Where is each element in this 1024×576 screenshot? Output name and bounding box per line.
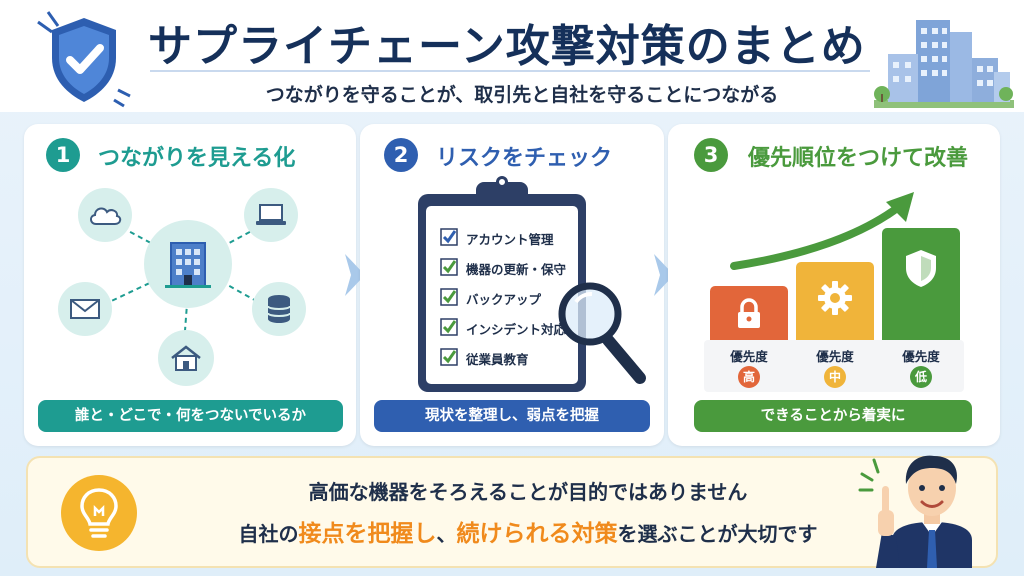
mail-icon — [70, 299, 100, 319]
step-3-title: 優先順位をつけて改善 — [748, 146, 969, 171]
check-icon — [440, 258, 458, 276]
step-2-panel: 2 リスクをチェック アカウント管理 機器の更新・保守 バックアップ インシデン… — [360, 124, 664, 446]
highlight-grasp-touchpoints: 接点を把握し — [298, 521, 437, 547]
priority-level-medium: 中 — [824, 366, 846, 388]
lock-icon — [738, 298, 760, 328]
priority-level-low: 低 — [910, 366, 932, 388]
chevron-right-icon — [345, 254, 365, 296]
check-icon — [440, 318, 458, 336]
check-icon — [440, 228, 458, 246]
priority-level-high: 高 — [738, 366, 760, 388]
step-3-footer: できることから着実に — [694, 400, 972, 432]
priority-label: 優先度 — [816, 349, 854, 364]
title-underline — [150, 70, 870, 72]
key-message-box: 高価な機器をそろえることが目的ではありません 自社の接点を把握し、続けられる対策… — [26, 455, 998, 568]
magnifier-icon — [558, 282, 646, 384]
growth-arrow-icon — [730, 192, 914, 270]
priority-bar-high — [710, 286, 788, 340]
house-icon — [171, 345, 201, 371]
header: サプライチェーン攻撃対策のまとめ つながりを守ることが、取引先と自社を守ることに… — [0, 0, 1024, 112]
priority-bar-low — [882, 228, 960, 340]
lightbulb-icon — [61, 475, 137, 551]
chevron-right-icon — [654, 254, 674, 296]
priority-label: 優先度 — [902, 349, 940, 364]
message-line-1: 高価な機器をそろえることが目的ではありません — [308, 480, 748, 504]
laptop-icon — [256, 204, 286, 225]
shield-icon — [906, 250, 936, 287]
step-2-title: リスクをチェック — [436, 146, 613, 171]
building-node — [144, 220, 232, 308]
message-line-2: 自社の接点を把握し、続けられる対策を選ぶことが大切です — [238, 521, 818, 547]
step-1-badge: 1 — [46, 138, 80, 172]
priority-bar-medium — [796, 262, 874, 340]
highlight-sustainable-measures: 続けられる対策 — [456, 521, 618, 547]
database-icon — [267, 295, 291, 323]
shield-check-icon — [37, 11, 131, 108]
page-title: サプライチェーン攻撃対策のまとめ — [148, 21, 866, 72]
step-1-footer: 誰と・どこで・何をつないでいるか — [38, 400, 343, 432]
database-node — [252, 282, 306, 336]
priority-label: 優先度 — [730, 349, 768, 364]
checklist: アカウント管理 機器の更新・保守 バックアップ インシデント対応 従業員教育 — [440, 228, 580, 378]
businessman-pointing-illustration — [858, 455, 972, 568]
building-icon — [165, 242, 211, 288]
office-buildings-illustration — [874, 20, 1014, 108]
step-3-panel: 3 優先順位をつけて改善 優先度 優 — [668, 124, 1000, 446]
step-1-title: つながりを見える化 — [98, 146, 296, 171]
cloud-icon — [90, 207, 122, 225]
check-icon — [440, 348, 458, 366]
step-1-panel: 1 つながりを見える化 — [24, 124, 356, 446]
gear-icon — [818, 281, 852, 315]
step-3-badge: 3 — [694, 138, 728, 172]
mail-node — [58, 282, 112, 336]
cloud-node — [78, 188, 132, 242]
step-2-badge: 2 — [384, 138, 418, 172]
step-2-footer: 現状を整理し、弱点を把握 — [374, 400, 650, 432]
laptop-node — [244, 188, 298, 242]
house-node — [158, 330, 214, 386]
check-icon — [440, 288, 458, 306]
page-subtitle: つながりを守ることが、取引先と自社を守ることにつながる — [265, 84, 779, 106]
